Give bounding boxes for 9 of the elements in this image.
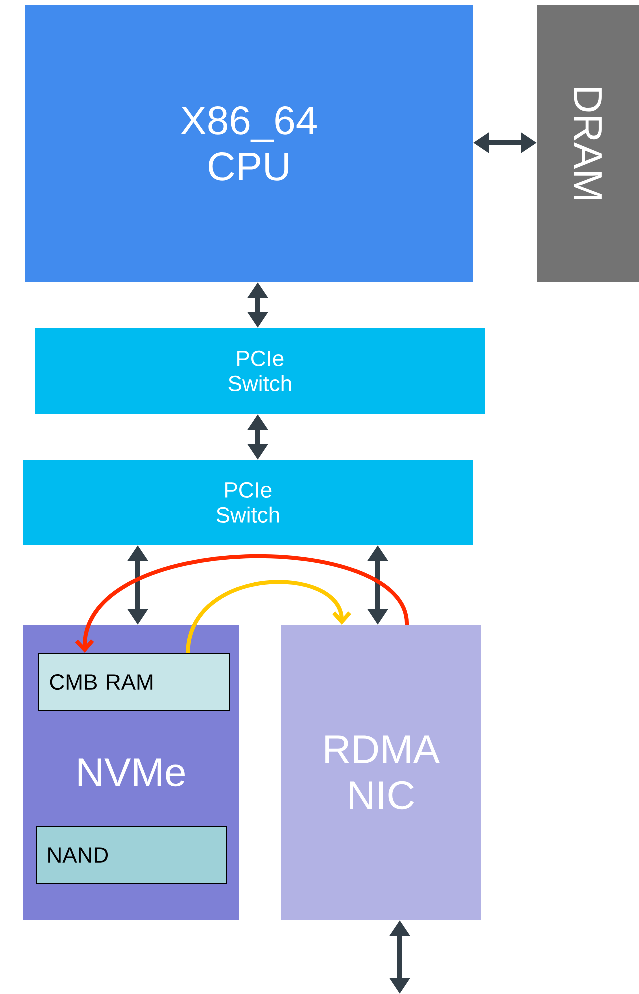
memory-box: CMB RAM — [38, 653, 230, 712]
switch-box: PCIe Switch — [35, 328, 486, 414]
data-path-arrow — [186, 580, 352, 654]
data-path-arrow — [75, 554, 409, 654]
memory-box: DRAM — [537, 5, 639, 282]
switch-box: PCIe Switch — [23, 460, 474, 546]
nic-box: RDMA NIC — [281, 625, 482, 920]
flash-box: NAND — [36, 826, 228, 884]
cpu-box: X86_64 CPU — [25, 5, 474, 282]
